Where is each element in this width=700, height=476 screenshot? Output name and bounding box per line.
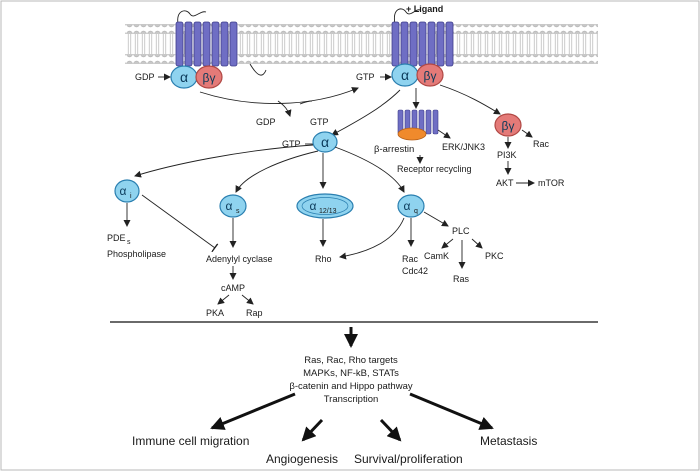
outcome-metastasis: Metastasis: [480, 434, 537, 448]
pkc-label: PKC: [485, 251, 504, 261]
receptor-recycling-label: Receptor recycling: [397, 164, 472, 174]
outcome-immune-migration: Immune cell migration: [132, 434, 249, 448]
rac-label-bg: Rac: [533, 139, 550, 149]
exchange-gtp: GTP: [310, 117, 329, 127]
betagamma-subunit-left: [195, 65, 223, 89]
downstream-targets: Ras, Rac, Rho targets MAPKs, NF-kB, STAT…: [289, 355, 412, 405]
mtor-label: mTOR: [538, 178, 565, 188]
gdp-label-left: GDP: [135, 72, 155, 82]
svg-text:12/13: 12/13: [319, 208, 337, 215]
plc-label: PLC: [452, 226, 470, 236]
rap-label: Rap: [246, 308, 263, 318]
svg-text:i: i: [130, 193, 132, 200]
svg-text:α: α: [404, 199, 411, 213]
svg-text:βγ: βγ: [203, 71, 216, 85]
svg-text:α: α: [180, 69, 188, 85]
svg-text:α: α: [120, 184, 127, 198]
receptor-left: [175, 10, 267, 76]
svg-text:s: s: [127, 239, 131, 246]
phospholipase-label: Phospholipase: [107, 249, 166, 259]
rho-label: Rho: [315, 254, 332, 264]
svg-text:α: α: [401, 67, 409, 83]
pi3k-label: PI3K: [497, 150, 517, 160]
svg-text:α: α: [321, 134, 329, 150]
gtp-label-right: GTP: [356, 72, 375, 82]
output-line-1: Ras, Rac, Rho targets: [304, 355, 398, 366]
alpha-i: α i PDE s Phospholipase: [107, 179, 219, 259]
svg-text:s: s: [236, 208, 240, 215]
alpha-12-13: α 12/13 Rho: [296, 193, 354, 264]
betagamma-subunit-right: [416, 63, 444, 87]
gdp-gtp-exchange: GDP GTP: [199, 87, 359, 127]
output-line-2: MAPKs, NF-kB, STATs: [303, 368, 399, 379]
output-line-3: β-catenin and Hippo pathway: [289, 381, 412, 392]
ligand-label: + Ligand: [406, 4, 443, 14]
cdc42-label: Cdc42: [402, 266, 428, 276]
beta-arrestin-label: β-arrestin: [374, 144, 414, 155]
beta-arrestin-branch: β-arrestin ERK/JNK3 Receptor recycling: [374, 88, 485, 174]
ras-label: Ras: [453, 274, 470, 284]
pka-label: PKA: [206, 308, 224, 318]
alpha-q: α q Rac Cdc42 PLC CamK PKC Ras: [339, 194, 504, 284]
camk-label: CamK: [424, 251, 449, 261]
betagamma-branch: βγ Rac PI3K AKT mTOR: [439, 84, 565, 188]
camp-label: cAMP: [221, 283, 245, 293]
svg-text:α: α: [226, 199, 233, 213]
svg-text:α: α: [310, 199, 317, 213]
exchange-gdp: GDP: [256, 117, 276, 127]
svg-text:βγ: βγ: [424, 69, 437, 83]
adenylyl-cyclase-label: Adenylyl cyclase: [206, 254, 273, 264]
rac-label-q: Rac: [402, 254, 419, 264]
pde-label: PDE: [107, 233, 126, 243]
output-line-4: Transcription: [324, 394, 379, 405]
alpha-s: α s Adenylyl cyclase cAMP PKA Rap: [206, 194, 273, 318]
akt-label: AKT: [496, 178, 514, 188]
outcome-angiogenesis: Angiogenesis: [266, 452, 338, 466]
alpha-gtp-node: GTP α: [282, 89, 401, 153]
g-protein-right: GTP α βγ: [356, 63, 444, 87]
alpha-branches: [134, 144, 405, 193]
outcome-survival-proliferation: Survival/proliferation: [354, 452, 463, 466]
outcome-arrows: [210, 392, 494, 442]
beta-arrestin-shape: [397, 127, 427, 141]
g-protein-left: GDP α βγ: [135, 65, 223, 89]
cell-membrane: [125, 24, 598, 64]
receptor-right: + Ligand: [391, 4, 454, 67]
svg-text:GTP: GTP: [282, 139, 301, 149]
erk-jnk3-label: ERK/JNK3: [442, 142, 485, 152]
svg-text:βγ: βγ: [502, 119, 515, 133]
svg-text:q: q: [414, 208, 418, 215]
